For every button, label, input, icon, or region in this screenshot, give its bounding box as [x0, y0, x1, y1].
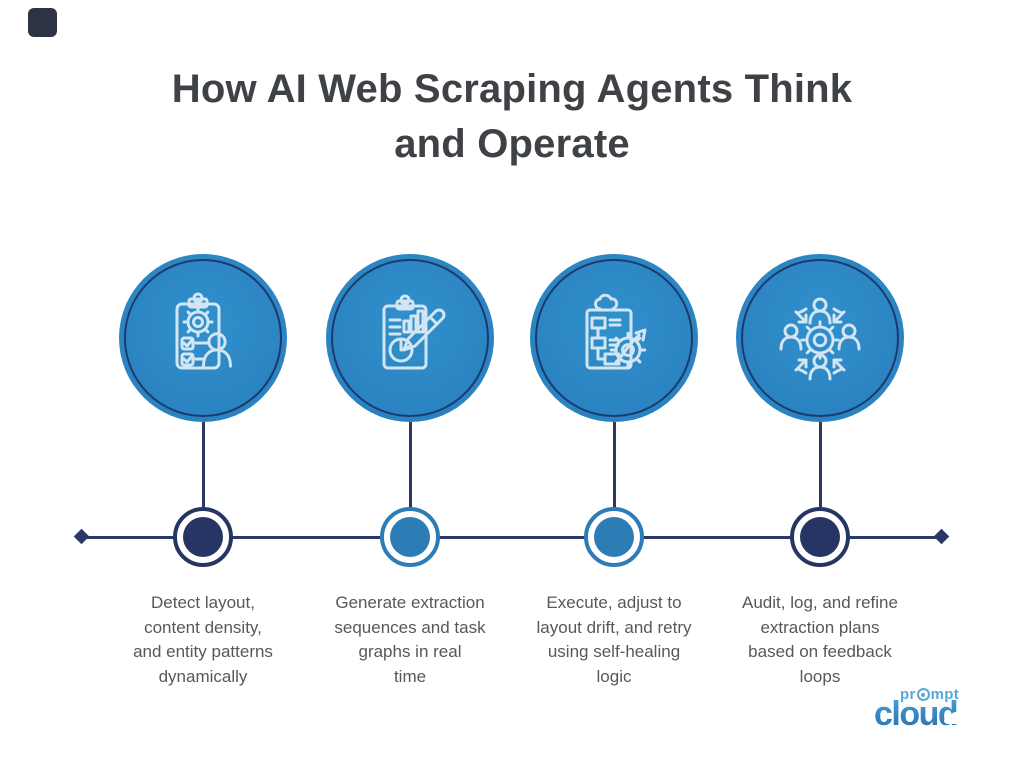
step-3-connector-line [613, 422, 616, 508]
step-4-dot-core [800, 517, 840, 557]
step-4-connector-line [819, 422, 822, 508]
step-3-label-line: layout drift, and retry [536, 617, 692, 637]
promptcloud-logo: pr mpt cloud [874, 686, 998, 742]
step-3-label-line: Execute, adjust to [546, 593, 682, 612]
step-2-circle [326, 254, 494, 422]
step-3-label-line: using self-healing [547, 642, 681, 661]
step-4-label-line: loops [799, 666, 841, 686]
target-icon [916, 688, 930, 701]
step-4-label-line: extraction plans [760, 617, 880, 637]
step-3-circle [530, 254, 698, 422]
corner-accent-square [28, 8, 57, 37]
step-2-timeline-dot [380, 507, 440, 567]
step-4-circle [736, 254, 904, 422]
step-2-dot-core [390, 517, 430, 557]
timeline-line [82, 536, 942, 539]
logo-prompt-post: mpt [930, 686, 960, 703]
clipboard-charts-pencil-icon [382, 294, 446, 370]
step-2-label-line: graphs in real [358, 642, 462, 661]
step-2-label: Generate extraction sequences and task g… [303, 591, 517, 689]
step-1-label: Detect layout, content density, and enti… [96, 591, 310, 689]
step-1-connector-line [202, 422, 205, 508]
cloud-icon [944, 712, 961, 724]
step-3-label: Execute, adjust to layout drift, and ret… [507, 591, 721, 689]
step-2-label-line: time [393, 666, 427, 686]
step-1-label-line: and entity patterns [133, 642, 273, 661]
step-2-connector-line [409, 422, 412, 508]
step-1-circle [119, 254, 287, 422]
step-4-label-line: based on feedback [748, 642, 892, 661]
step-3-timeline-dot [584, 507, 644, 567]
step-1-dot-core [183, 517, 223, 557]
logo-prompt-pre: pr [900, 686, 916, 703]
title-line-2: and Operate [394, 122, 630, 166]
logo-cloud-word: cloud [874, 695, 959, 733]
timeline-right-diamond [933, 528, 950, 545]
step-1-label-line: Detect layout, [151, 593, 255, 612]
logo-prompt-word: pr mpt [900, 686, 959, 703]
step-1-label-line: content density, [144, 617, 262, 637]
clipboard-flowchart-gear-arrow-icon [585, 293, 647, 370]
clipboard-gear-checklist-person-icon [175, 292, 232, 370]
step-2-label-line: Generate extraction [335, 593, 485, 612]
step-2-label-line: sequences and task [334, 617, 486, 637]
page-title: How AI Web Scraping Agents Think and Ope… [0, 62, 1024, 172]
step-1-timeline-dot [173, 507, 233, 567]
step-4-label-line: Audit, log, and refine [742, 593, 898, 612]
step-3-dot-core [594, 517, 634, 557]
step-1-label-line: dynamically [158, 666, 248, 686]
people-around-gear-collaboration-icon [779, 297, 861, 381]
timeline-left-diamond [73, 528, 90, 545]
title-line-1: How AI Web Scraping Agents Think [171, 67, 853, 111]
step-4-label: Audit, log, and refine extraction plans … [713, 591, 927, 689]
step-4-timeline-dot [790, 507, 850, 567]
step-3-label-line: logic [596, 666, 632, 686]
